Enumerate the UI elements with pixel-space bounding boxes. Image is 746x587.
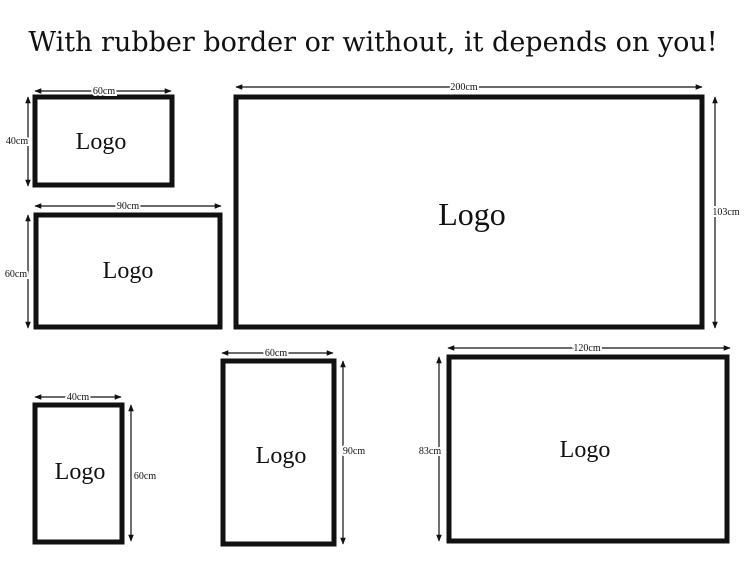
width-dimension-label: 40cm	[67, 392, 89, 403]
mat-40x60: Logo 40cm 60cm	[32, 390, 158, 545]
height-dimension-label: 40cm	[6, 136, 28, 147]
mat-frame	[32, 402, 125, 545]
width-dimension-label: 90cm	[117, 201, 139, 212]
mat-logo-label: Logo	[560, 437, 611, 463]
mat-frame	[220, 358, 337, 547]
diagram-title: With rubber border or without, it depend…	[28, 27, 718, 58]
height-dimension-label: 83cm	[419, 446, 441, 457]
mat-60x40: Logo 60cm 40cm	[4, 84, 175, 188]
mat-logo-label: Logo	[103, 258, 154, 284]
width-dimension-label: 120cm	[573, 343, 600, 354]
mat-logo-label: Logo	[76, 129, 127, 155]
height-dimension-label: 103cm	[712, 207, 739, 218]
mat-frame	[33, 212, 223, 330]
height-dimension-label: 90cm	[343, 446, 365, 457]
mat-90x60: Logo 90cm 60cm	[3, 199, 223, 330]
mat-logo-label: Logo	[438, 196, 506, 232]
mat-frame	[446, 354, 730, 544]
mat-60x90: Logo 60cm 90cm	[220, 346, 367, 547]
width-dimension-label: 60cm	[93, 86, 115, 97]
mat-logo-label: Logo	[55, 459, 106, 485]
height-dimension-label: 60cm	[5, 269, 27, 280]
mat-frame	[32, 94, 175, 188]
mat-120x83: Logo 120cm 83cm	[417, 341, 731, 544]
mat-logo-label: Logo	[256, 443, 307, 469]
width-dimension-label: 200cm	[450, 82, 477, 93]
width-dimension-label: 60cm	[265, 348, 287, 359]
height-dimension-label: 60cm	[134, 471, 156, 482]
mat-200x103: Logo 200cm 103cm	[233, 80, 742, 330]
mat-frame	[233, 94, 705, 330]
